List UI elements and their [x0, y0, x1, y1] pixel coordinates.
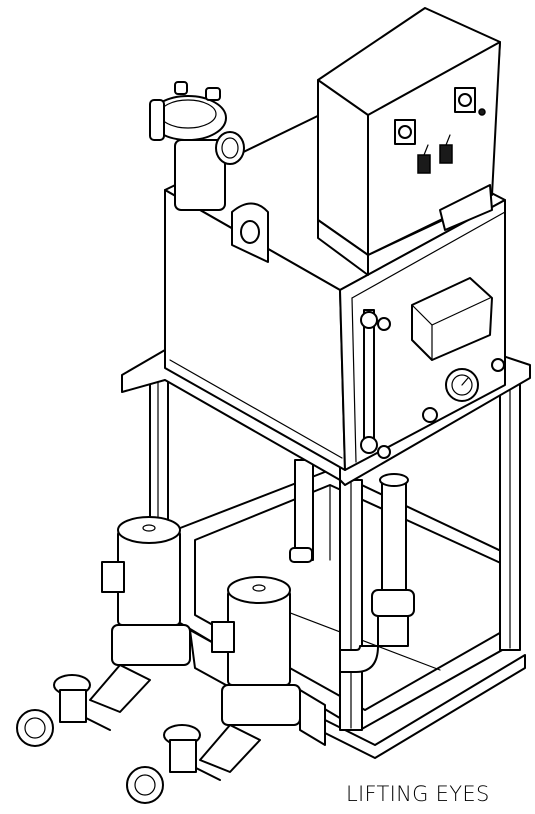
discharge-pipe-upper [381, 479, 407, 591]
pump-discharge-flange [299, 689, 326, 746]
pump-volute [111, 624, 191, 666]
motor-housing [227, 589, 291, 686]
toggle-switch-left [417, 144, 431, 174]
valve-body [59, 689, 87, 723]
sight-glass-tube [363, 309, 375, 451]
pump-suction-pipe [89, 664, 151, 713]
panel-mount-left [317, 219, 369, 276]
lifting-eyes-label: LIFTING EYES [346, 782, 490, 806]
pressure-gauge [445, 368, 479, 402]
tank-port [491, 358, 505, 372]
ball-valve-2 [126, 724, 221, 804]
pump-suction-pipe [199, 724, 261, 773]
inlet-strainer [149, 81, 245, 211]
pump-motor-2 [199, 576, 326, 773]
selector-knob-icon [458, 93, 472, 107]
valve-body [169, 739, 197, 773]
motor-housing [117, 529, 181, 626]
motor-end-cap [117, 516, 181, 544]
frame-leg-back-center [294, 459, 314, 561]
handwheel-icon [377, 445, 391, 459]
pump-motor-1 [89, 516, 236, 713]
strainer-bolt [174, 81, 188, 95]
toggle-lever-icon [445, 134, 451, 146]
gauge-needle-icon [461, 377, 469, 386]
motor-conduit-box [211, 621, 235, 653]
panel-mount-right [439, 184, 493, 231]
sight-glass-valve-bottom [360, 436, 378, 454]
frame-fitting [289, 547, 313, 563]
valve-end-fitting [16, 709, 54, 747]
control-panel [317, 7, 501, 276]
valve-bore [24, 717, 46, 739]
lifting-eye [231, 202, 269, 263]
strainer-bolt [205, 87, 221, 101]
motor-shaft-cap [252, 584, 266, 592]
valve-bore [134, 774, 156, 796]
strainer-lug-left [149, 99, 165, 141]
discharge-pipe-lower [377, 615, 409, 647]
sight-glass [360, 309, 391, 459]
toggle-switch-right [439, 134, 453, 164]
valve-lever-icon [195, 767, 221, 781]
selector-switch-left [394, 119, 416, 145]
pipe-flange [379, 473, 409, 487]
junction-box-edge [431, 297, 491, 326]
gauge-dial [451, 374, 473, 396]
lifting-eye-hole [240, 220, 260, 244]
motor-conduit-box [101, 561, 125, 593]
toggle-switch-body [439, 144, 453, 164]
motor-shaft-cap [142, 524, 156, 532]
valve-end-fitting [126, 766, 164, 804]
pump-volute [221, 684, 301, 726]
selector-switch-right [454, 87, 486, 116]
pipe-elbow [339, 645, 379, 673]
junction-box-edge [411, 304, 433, 326]
valve-lever-icon [85, 717, 111, 731]
union-fitting [371, 589, 415, 617]
strainer-outlet [215, 131, 245, 165]
sight-glass-valve-top [360, 311, 378, 329]
motor-end-cap [227, 576, 291, 604]
tank-flange-edge [351, 297, 357, 463]
toggle-lever-icon [423, 144, 429, 156]
ball-valve-1 [16, 674, 111, 747]
junction-box [411, 277, 493, 361]
discharge-pipe [339, 473, 415, 673]
selector-knob-icon [398, 125, 412, 139]
handwheel-icon [377, 317, 391, 331]
strainer-body [174, 139, 226, 211]
tank-port [422, 407, 438, 423]
tank-flange-top [351, 211, 506, 299]
strainer-outlet-bore [221, 137, 239, 159]
toggle-switch-body [417, 154, 431, 174]
tank-bottom-lip [169, 359, 343, 459]
indicator-light-icon [478, 108, 486, 116]
